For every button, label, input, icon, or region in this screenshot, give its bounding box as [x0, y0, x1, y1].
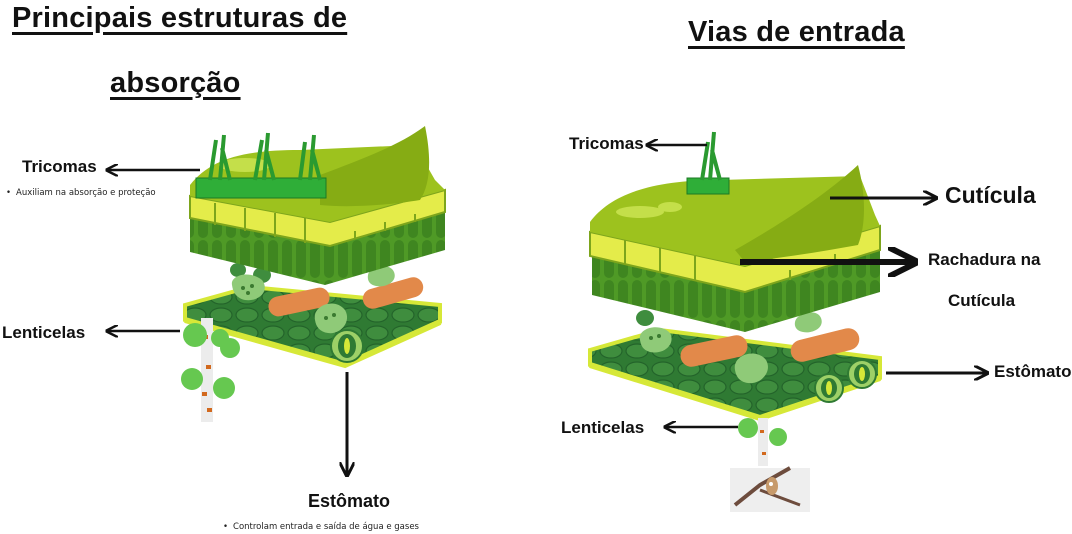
left-palisade-layer: [190, 210, 445, 285]
right-label-cuticula: Cutícula: [945, 182, 1036, 208]
right-leaf-cross-section: [588, 131, 882, 422]
left-lenticel-stem: [181, 318, 240, 422]
left-leaf-cross-section: [183, 126, 446, 369]
left-vein-1: [268, 287, 330, 317]
left-tricomas-note: Auxiliam na absorção e proteção: [6, 188, 156, 198]
left-label-estomato: Estômato: [308, 491, 391, 511]
left-stoma-icon: [330, 329, 364, 363]
right-label-rachadura-line2: Cutícula: [948, 291, 1016, 310]
left-estomato-note: Controlam entrada e saída de água e gase…: [223, 522, 419, 532]
left-title-line1: Principais estruturas de: [12, 2, 348, 34]
left-vein-2: [362, 277, 424, 309]
left-title-line2: absorção: [110, 67, 241, 99]
left-label-tricomas: Tricomas: [22, 157, 97, 176]
right-palisade-layer: [592, 250, 880, 332]
twig-photo: [730, 466, 810, 512]
right-trichome: [686, 131, 730, 195]
right-vein-1: [680, 335, 748, 367]
right-label-lenticelas: Lenticelas: [561, 418, 645, 437]
right-label-rachadura-line1: Rachadura na: [928, 250, 1041, 269]
right-title: Vias de entrada: [688, 16, 905, 48]
right-label-tricomas: Tricomas: [569, 134, 644, 153]
left-label-lenticelas: Lenticelas: [2, 323, 86, 342]
right-lenticel-stem: [738, 418, 787, 466]
right-stoma-icon: [814, 359, 877, 403]
right-label-estomato: Estômato: [994, 362, 1072, 381]
right-vein-2: [790, 328, 860, 362]
left-trichomes: [195, 132, 327, 199]
